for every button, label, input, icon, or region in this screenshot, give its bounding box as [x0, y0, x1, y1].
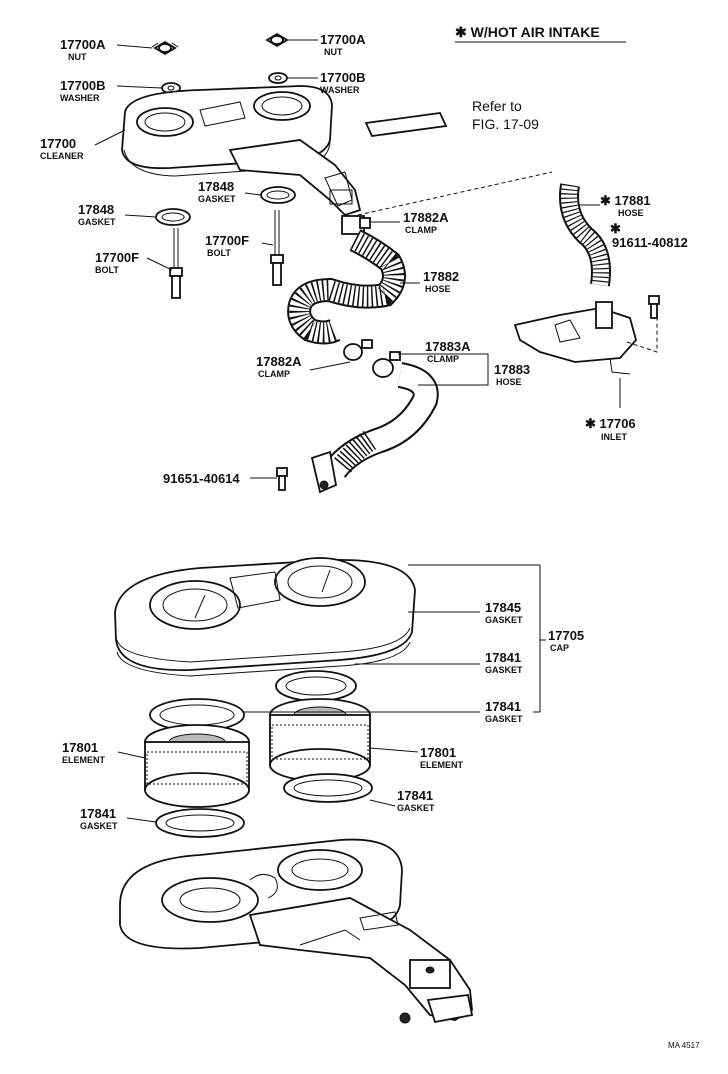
wing-nut-left: [151, 40, 179, 56]
air-cleaner-assembly: [121, 85, 362, 217]
label-17848-a-desc: GASKET: [198, 194, 236, 204]
label-17700a-right-number: 17700A: [320, 32, 366, 47]
gasket-17841-bottom-left: [155, 808, 245, 838]
label-17706-desc: INLET: [601, 432, 628, 442]
label-17841-d-desc: GASKET: [397, 803, 435, 813]
label-17841-a-number: 17841: [485, 650, 521, 665]
label-17700b-right-number: 17700B: [320, 70, 366, 85]
bolt-91611: [648, 295, 660, 319]
label-17700a-right-desc: NUT: [324, 47, 343, 57]
label-17881-number: ✱ 17881: [600, 193, 651, 208]
bolt-17700f-right: [270, 210, 284, 286]
label-17801-left-desc: ELEMENT: [62, 755, 106, 765]
label-17801-right-number: 17801: [420, 745, 456, 760]
label-17705-number: 17705: [548, 628, 584, 643]
label-91651-number: 91651-40614: [163, 471, 240, 486]
label-17882a-upper-desc: CLAMP: [405, 225, 437, 235]
label-17882a-lower-number: 17882A: [256, 354, 302, 369]
washer-right: [268, 72, 288, 84]
label-17700a-left-desc: NUT: [68, 52, 87, 62]
label-17883a-number: 17883A: [425, 339, 471, 354]
label-17848-b-number: 17848: [78, 202, 114, 217]
clamp-17882a-upper: [341, 215, 371, 235]
gasket-17841-bottom-right: [283, 773, 373, 803]
label-17700f-right-number: 17700F: [205, 233, 249, 248]
refer-to-text: Refer to: [472, 98, 522, 114]
cap-17705: [114, 557, 416, 677]
cleaner-case: [119, 838, 474, 1024]
reference-plate: [364, 112, 448, 137]
label-17700b-left-number: 17700B: [60, 78, 106, 93]
dashed-line-bolt: [626, 318, 658, 353]
label-17841-c-number: 17841: [80, 806, 116, 821]
label-17706-number: ✱ 17706: [585, 416, 636, 431]
label-17882a-upper-number: 17882A: [403, 210, 449, 225]
label-17841-c-desc: GASKET: [80, 821, 118, 831]
label-17700a-left-number: 17700A: [60, 37, 106, 52]
hose-17882-corrugation: [289, 231, 404, 343]
clamp-17882a-lower: [343, 339, 373, 361]
hot-air-intake-note: ✱ W/HOT AIR INTAKE: [455, 24, 600, 40]
label-17882-number: 17882: [423, 269, 459, 284]
label-17841-b-desc: GASKET: [485, 714, 523, 724]
label-17700f-left-number: 17700F: [95, 250, 139, 265]
gasket-17841-top-right: [275, 670, 357, 702]
label-17700b-right-desc: WASHER: [320, 85, 360, 95]
gasket-17848-lower: [155, 208, 191, 226]
label-17841-a-desc: GASKET: [485, 665, 523, 675]
label-17700f-right-desc: BOLT: [207, 248, 231, 258]
element-17801-left: [144, 724, 250, 808]
callout-labels: 17700A NUT 17700A NUT 17700B WASHER 1770…: [40, 32, 688, 831]
label-17841-d-number: 17841: [397, 788, 433, 803]
label-17700-desc: CLEANER: [40, 151, 84, 161]
element-17801-right: [269, 698, 371, 782]
gasket-17848-upper: [260, 186, 296, 204]
label-91611-number: 91611-40812: [612, 235, 688, 250]
label-17801-right-desc: ELEMENT: [420, 760, 464, 770]
clamp-17883a: [372, 351, 401, 378]
label-91611-marker: ✱: [610, 221, 621, 236]
refer-fig-text: FIG. 17-09: [472, 116, 539, 132]
label-17801-left-number: 17801: [62, 740, 98, 755]
label-17883-desc: HOSE: [496, 377, 522, 387]
dashed-line-hose-to-intake: [357, 171, 553, 216]
inlet-17706: [513, 301, 637, 375]
label-17841-b-number: 17841: [485, 699, 521, 714]
hose-17883-flange: [310, 450, 338, 494]
label-17848-a-number: 17848: [198, 179, 234, 194]
label-17700-number: 17700: [40, 136, 76, 151]
label-17882a-lower-desc: CLAMP: [258, 369, 290, 379]
label-17883a-desc: CLAMP: [427, 354, 459, 364]
label-17705-desc: CAP: [550, 643, 569, 653]
leader-lines: [94, 39, 621, 823]
label-17883-number: 17883: [494, 362, 530, 377]
figure-code: MA 4517: [668, 1041, 700, 1050]
bolt-17700f-left: [169, 228, 183, 299]
label-17845-number: 17845: [485, 600, 521, 615]
label-17882-desc: HOSE: [425, 284, 451, 294]
label-17881-desc: HOSE: [618, 208, 644, 218]
wing-nut-right: [265, 32, 289, 48]
label-17845-desc: GASKET: [485, 615, 523, 625]
screw-91651: [276, 467, 288, 491]
label-17700f-left-desc: BOLT: [95, 265, 119, 275]
label-17848-b-desc: GASKET: [78, 217, 116, 227]
label-17700b-left-desc: WASHER: [60, 93, 100, 103]
